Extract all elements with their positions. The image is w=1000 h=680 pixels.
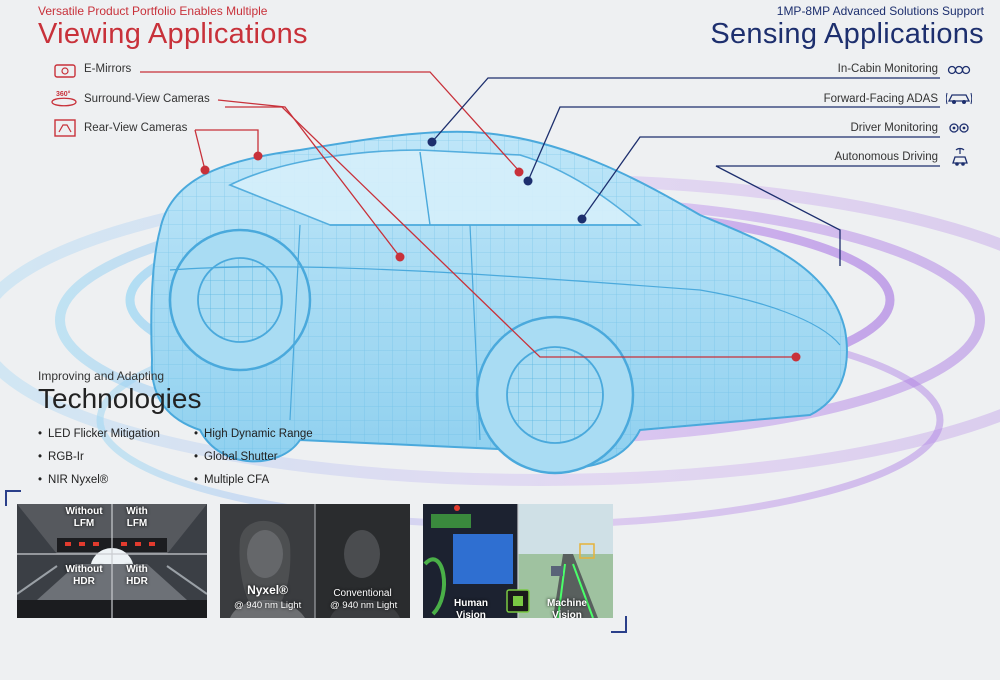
technologies-subtitle: Improving and Adapting — [38, 369, 165, 383]
mirror-icon — [54, 64, 76, 78]
sensing-item-label: Driver Monitoring — [850, 122, 938, 134]
car-wireframe — [150, 130, 848, 475]
tech-bullet: High Dynamic Range — [194, 428, 313, 440]
sensing-dots — [427, 137, 587, 224]
without-hdr-label: Without HDR — [65, 564, 103, 587]
nyxel-light-label: @ 940 nm Light — [234, 600, 302, 611]
autonomous-icon — [952, 147, 968, 166]
viewing-title: Viewing Applications — [38, 18, 308, 50]
human-vision-label: Human Vision — [454, 598, 488, 618]
conventional-light-label: @ 940 nm Light — [330, 600, 398, 611]
in-cabin-icon — [947, 65, 971, 75]
tech-bullet: LED Flicker Mitigation — [38, 428, 160, 440]
viewing-subtitle: Versatile Product Portfolio Enables Mult… — [38, 4, 268, 18]
machine-vision-label: Machine Vision — [546, 598, 587, 618]
sensing-item-label: In-Cabin Monitoring — [837, 63, 938, 75]
viewing-item-label: E-Mirrors — [84, 63, 132, 75]
viewing-item-label: Surround-View Cameras — [84, 93, 210, 105]
with-lfm-label: With LFM — [126, 506, 148, 529]
with-hdr-label: With HDR — [126, 564, 148, 587]
technologies-title: Technologies — [38, 383, 202, 414]
conventional-label: Conventional — [333, 588, 392, 599]
image-frame-brackets — [5, 490, 627, 633]
nyxel-label: Nyxel® — [247, 583, 288, 597]
360-icon: 360° — [50, 91, 78, 109]
viewing-item-label: Rear-View Cameras — [84, 122, 188, 134]
sensing-subtitle: 1MP-8MP Advanced Solutions Support — [776, 4, 984, 18]
tech-bullet: Multiple CFA — [194, 474, 269, 486]
tech-bullet: NIR Nyxel® — [38, 474, 108, 486]
sensing-title: Sensing Applications — [710, 18, 984, 50]
lfm-hdr-image: Without LFM With LFM Without HDR With HD… — [17, 504, 207, 618]
sensing-item-label: Autonomous Driving — [834, 151, 938, 163]
rear-view-icon — [54, 119, 76, 137]
sensing-leader-lines — [431, 77, 940, 266]
tech-bullet: Global Shutter — [194, 451, 278, 463]
viewing-leader-lines — [140, 71, 796, 358]
tech-bullet: RGB-Ir — [38, 451, 84, 463]
without-lfm-label: Without LFM — [65, 506, 103, 529]
viewing-dots — [200, 151, 801, 362]
sensing-item-label: Forward-Facing ADAS — [823, 93, 938, 105]
nyxel-comparison-image: Nyxel® @ 940 nm Light Conventional @ 940… — [220, 504, 410, 618]
driver-monitor-icon — [949, 123, 969, 133]
adas-car-icon — [946, 92, 972, 105]
human-machine-vision-image: Human Vision Machine Vision — [423, 504, 613, 618]
